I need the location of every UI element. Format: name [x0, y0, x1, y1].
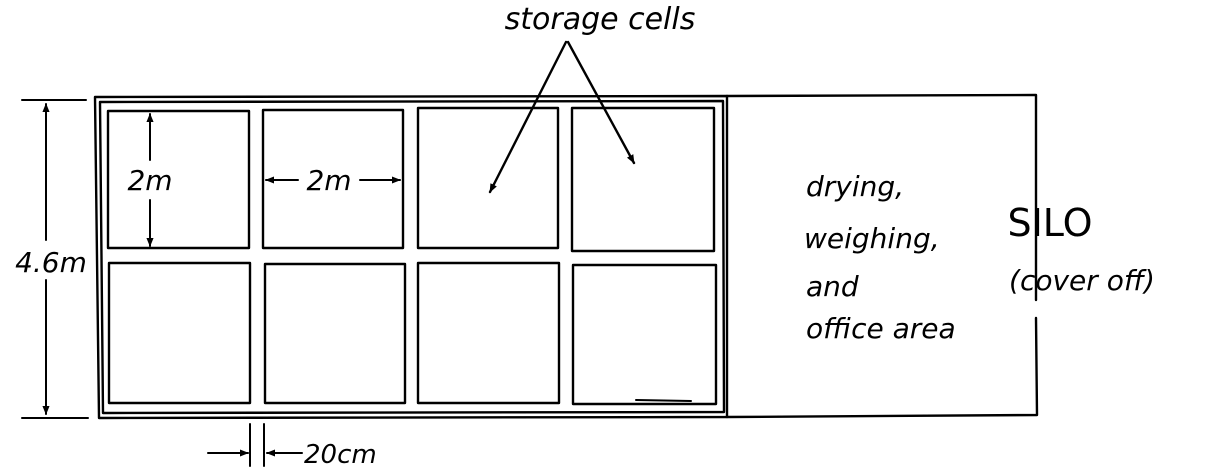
office-area-line-1: drying,: [806, 170, 904, 203]
silo-note: (cover off): [1009, 264, 1155, 297]
storage-cell: [416, 261, 561, 405]
silo-label-group: SILO (cover off): [1007, 201, 1154, 297]
overall-height-label: 4.6m: [15, 246, 87, 279]
wall-thickness-label: 20cm: [304, 440, 377, 470]
office-area-line-3: and: [806, 270, 859, 303]
overall-height-dimension: 4.6m: [12, 99, 90, 419]
title-arrow-right: [566, 40, 636, 165]
wall-thickness-dimension: 20cm: [207, 423, 377, 470]
storage-cell: [570, 106, 716, 253]
cell-mark: [635, 399, 692, 402]
overall-height-label-bg: [12, 244, 90, 278]
storage-cells-grid: [106, 106, 718, 406]
storage-cell: [263, 262, 407, 405]
office-area-line-2: weighing,: [804, 222, 940, 255]
title-arrow-left: [488, 40, 568, 194]
cell-width-dimension: 2m: [265, 164, 401, 197]
silo-area-outline: [725, 93, 1039, 419]
silo-label: SILO: [1007, 201, 1092, 245]
storage-block-inner-wall: [98, 99, 726, 415]
building-outline: [93, 93, 1039, 420]
storage-block-outer-wall: [93, 94, 729, 420]
diagram-title: storage cells: [505, 2, 696, 37]
storage-cell: [416, 106, 560, 250]
office-area-label: drying, weighing, and office area: [804, 170, 956, 345]
office-area-line-4: office area: [806, 312, 956, 345]
storage-cell: [261, 108, 405, 250]
cell-width-label: 2m: [306, 164, 351, 197]
storage-cell: [571, 263, 718, 406]
storage-cell: [106, 109, 251, 250]
title-callout: storage cells: [488, 2, 696, 194]
storage-cell: [107, 261, 252, 405]
cell-height-label: 2m: [127, 164, 172, 197]
cell-height-dimension: 2m: [127, 113, 173, 247]
